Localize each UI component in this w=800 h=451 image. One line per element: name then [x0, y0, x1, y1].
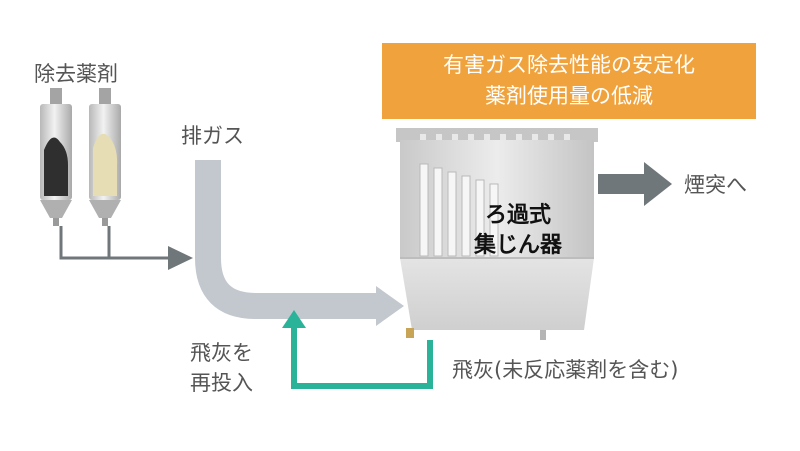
collector-bag-slats [419, 163, 499, 257]
reagent-cylinder-dark [40, 88, 72, 226]
exhaust-gas-duct [195, 160, 404, 326]
exhaust-gas-arrowhead [376, 286, 404, 326]
reagent-label: 除去薬剤 [34, 62, 118, 86]
collector-label-line-1: ろ過式 [484, 203, 551, 228]
reagent-cylinder-light [89, 88, 121, 226]
fly-ash-recycle-arrow [282, 310, 433, 389]
outlet-to-chimney-arrow [598, 162, 672, 206]
recycle-arrowhead [282, 310, 306, 328]
collector-label-line-2: 集じん器 [473, 233, 562, 258]
filter-collector [396, 128, 598, 340]
reagent-feed-arrowhead [168, 246, 193, 270]
fly-ash-label: 飛灰(未反応薬剤を含む) [452, 358, 679, 382]
reagent-feed-line [59, 226, 193, 270]
banner-line-1: 有害ガス除去性能の安定化 [443, 53, 695, 77]
benefit-banner: 有害ガス除去性能の安定化 薬剤使用量の低減 [382, 43, 756, 119]
reinject-label-line-2: 再投入 [190, 371, 253, 395]
to-chimney-label: 煙突へ [684, 173, 747, 197]
banner-line-2: 薬剤使用量の低減 [485, 84, 653, 108]
reinject-label-line-1: 飛灰を [190, 341, 253, 365]
exhaust-gas-label: 排ガス [181, 124, 244, 148]
